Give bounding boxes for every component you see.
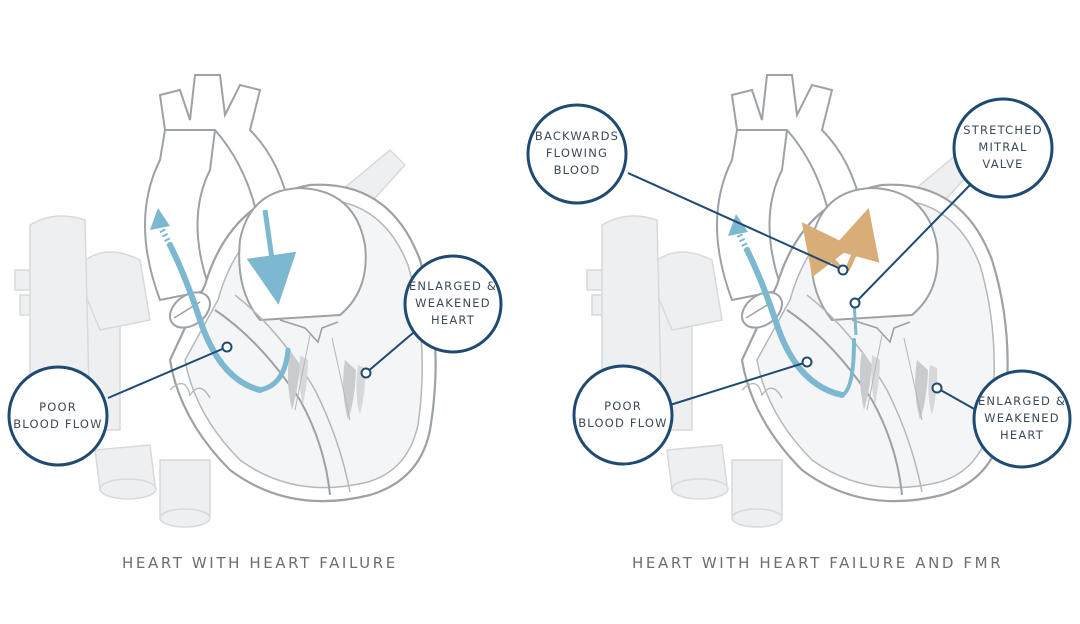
left-heart-illustration [13, 73, 437, 529]
left-poor-flow-callout [7, 365, 109, 467]
right-panel-caption: HEART WITH HEART FAILURE AND FMR [632, 554, 1004, 572]
backflow-arrow-right [831, 207, 880, 272]
right-poor-flow-callout [572, 364, 674, 466]
right-enlarged-line1: ENLARGED & [977, 394, 1067, 408]
left-poor-flow-line1: POOR [39, 400, 77, 414]
backwards-flow-callout [526, 103, 628, 205]
left-enlarged-label: ENLARGED & WEAKENED HEART [403, 278, 503, 329]
backwards-flow-pointer [837, 264, 849, 276]
left-enlarged-pointer [360, 367, 372, 379]
right-poor-flow-line2: BLOOD FLOW [578, 416, 668, 430]
right-poor-flow-label: POOR BLOOD FLOW [575, 398, 671, 432]
stretched-valve-callout [952, 97, 1054, 199]
right-poor-flow-line1: POOR [604, 399, 642, 413]
right-poor-flow-pointer [801, 356, 813, 368]
right-enlarged-pointer [931, 382, 943, 394]
backwards-flow-label: BACKWARDS FLOWING BLOOD [527, 128, 627, 179]
left-panel-caption: HEART WITH HEART FAILURE [122, 554, 398, 572]
left-enlarged-line3: HEART [431, 313, 475, 327]
stretched-valve-line2: MITRAL [978, 140, 1028, 154]
stretched-valve-label: STRETCHED MITRAL VALVE [953, 122, 1053, 173]
stretched-valve-line1: STRETCHED [963, 123, 1043, 137]
left-poor-flow-pointer [221, 341, 233, 353]
backwards-flow-line2: FLOWING [545, 146, 609, 160]
right-enlarged-line2: WEAKENED [984, 411, 1060, 425]
left-atrium-inflow-arrow [246, 209, 297, 305]
backwards-flow-line3: BLOOD [553, 163, 601, 177]
right-enlarged-callout [972, 369, 1072, 469]
left-enlarged-callout [403, 254, 503, 354]
right-enlarged-label: ENLARGED & WEAKENED HEART [972, 393, 1072, 444]
left-poor-flow-label: POOR BLOOD FLOW [10, 399, 106, 433]
left-poor-flow-line2: BLOOD FLOW [13, 417, 103, 431]
left-blood-flow-arrow [167, 242, 263, 393]
left-enlarged-line1: ENLARGED & [408, 279, 498, 293]
left-enlarged-line2: WEAKENED [415, 296, 491, 310]
stretched-valve-pointer [849, 297, 861, 309]
right-enlarged-line3: HEART [1000, 428, 1044, 442]
stretched-valve-line3: VALVE [982, 157, 1024, 171]
backwards-flow-line1: BACKWARDS [534, 129, 620, 143]
right-blood-flow-arrow [744, 247, 845, 398]
right-heart-illustration [585, 73, 1009, 529]
